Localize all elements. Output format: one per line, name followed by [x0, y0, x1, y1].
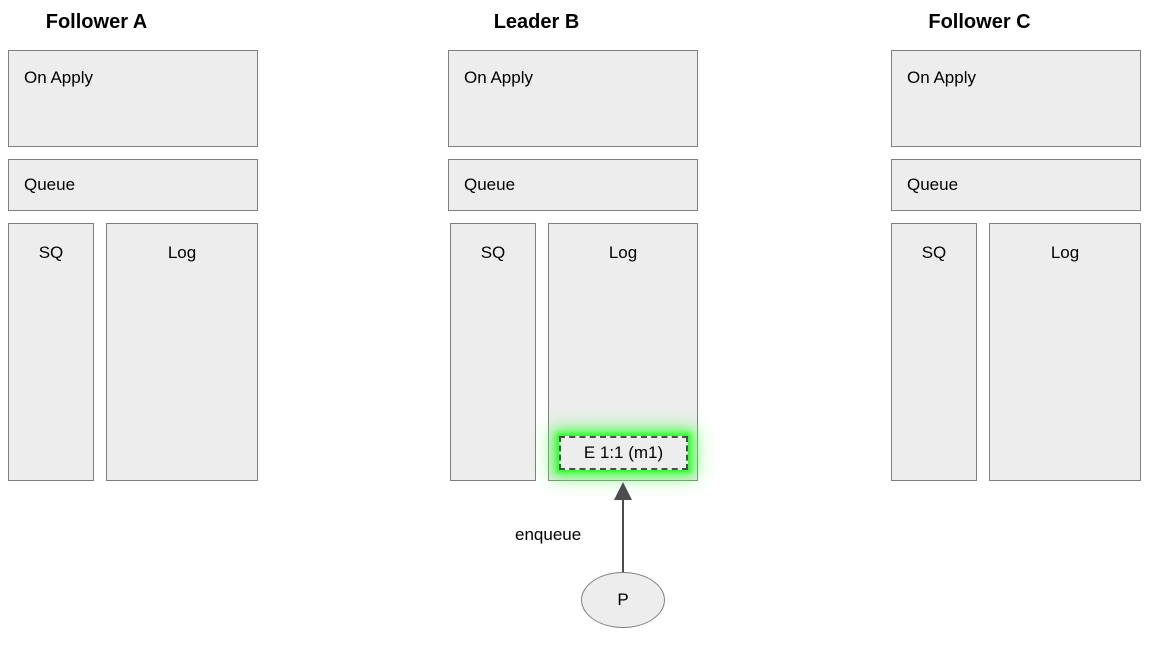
- leader-b-sq-box[interactable]: SQ: [450, 223, 536, 481]
- leader-b-on-apply-label: On Apply: [464, 68, 533, 87]
- follower-a-log-box[interactable]: Log: [106, 223, 258, 481]
- enqueue-edge-label: enqueue: [513, 525, 584, 544]
- column-title-leader-b: Leader B: [493, 11, 580, 33]
- follower-a-queue-box[interactable]: Queue: [8, 159, 258, 211]
- leader-b-sq-label: SQ: [480, 243, 506, 262]
- log-entry-highlighted[interactable]: E 1:1 (m1): [559, 436, 688, 470]
- follower-a-queue-label: Queue: [24, 175, 76, 194]
- follower-a-on-apply-box[interactable]: On Apply: [8, 50, 258, 147]
- leader-b-log-label: Log: [608, 243, 638, 262]
- follower-a-sq-label: SQ: [38, 243, 64, 262]
- leader-b-queue-box[interactable]: Queue: [448, 159, 698, 211]
- producer-node[interactable]: P: [581, 572, 665, 628]
- follower-c-sq-box[interactable]: SQ: [891, 223, 977, 481]
- column-title-follower-c: Follower C: [928, 11, 1031, 33]
- follower-c-log-box[interactable]: Log: [989, 223, 1141, 481]
- follower-c-on-apply-box[interactable]: On Apply: [891, 50, 1141, 147]
- follower-c-sq-label: SQ: [921, 243, 947, 262]
- leader-b-log-box[interactable]: Log E 1:1 (m1): [548, 223, 698, 481]
- column-title-follower-a: Follower A: [45, 11, 148, 33]
- follower-a-on-apply-label: On Apply: [24, 68, 93, 87]
- follower-c-on-apply-label: On Apply: [907, 68, 976, 87]
- follower-c-log-label: Log: [1050, 243, 1080, 262]
- leader-b-queue-label: Queue: [464, 175, 516, 194]
- follower-a-log-label: Log: [167, 243, 197, 262]
- follower-c-queue-label: Queue: [907, 175, 959, 194]
- follower-a-sq-box[interactable]: SQ: [8, 223, 94, 481]
- leader-b-on-apply-box[interactable]: On Apply: [448, 50, 698, 147]
- follower-c-queue-box[interactable]: Queue: [891, 159, 1141, 211]
